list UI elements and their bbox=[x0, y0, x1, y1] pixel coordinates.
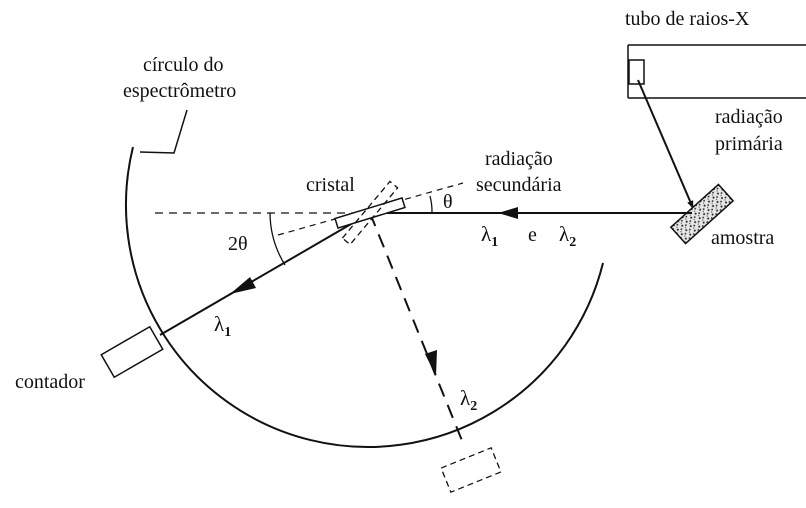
xray-tube-target bbox=[628, 59, 645, 85]
lambda-symbol: λ bbox=[214, 312, 225, 336]
theta-label: θ bbox=[443, 191, 453, 213]
theta-angle-arc bbox=[429, 195, 433, 214]
and-label: e bbox=[528, 224, 537, 246]
two-theta-angle-arc bbox=[269, 212, 286, 266]
crystal-solid bbox=[334, 197, 406, 229]
spectrometer-label-line1: círculo do bbox=[143, 54, 224, 76]
lambda2-arrowhead bbox=[425, 350, 437, 376]
lambda-symbol: λ bbox=[559, 222, 570, 246]
xray-tube-label: tubo de raios-X bbox=[625, 8, 750, 30]
counter-solid bbox=[100, 325, 164, 379]
primary-radiation-arrow bbox=[637, 79, 694, 209]
sample-label: amostra bbox=[711, 227, 774, 249]
lambda1-arrowhead bbox=[230, 277, 256, 294]
lambda2-beam bbox=[369, 212, 464, 444]
lambda1-label-secondary: λ1 bbox=[481, 222, 498, 250]
lambda1-beam bbox=[159, 212, 371, 336]
spectrometer-label-line2: espectrômetro bbox=[123, 80, 236, 102]
crystal-label: cristal bbox=[306, 174, 355, 196]
lambda2-label-beam: λ2 bbox=[460, 386, 477, 414]
lambda2-subscript: 2 bbox=[470, 399, 477, 414]
spectrometer-circle-arc bbox=[125, 146, 604, 449]
sample-block bbox=[669, 183, 735, 245]
lambda2-label-secondary: λ2 bbox=[559, 222, 576, 250]
lambda1-subscript: 1 bbox=[224, 325, 231, 340]
lambda2-subscript: 2 bbox=[569, 235, 576, 250]
counter-label: contador bbox=[15, 371, 85, 393]
secondary-radiation-label-line1: radiação bbox=[485, 148, 553, 170]
crystal-dashed bbox=[341, 180, 399, 246]
primary-radiation-label-line2: primária bbox=[715, 133, 783, 155]
secondary-radiation-label-line2: secundária bbox=[476, 174, 562, 196]
secondary-radiation-arrowhead bbox=[498, 207, 518, 219]
lambda1-label-beam: λ1 bbox=[214, 312, 231, 340]
lambda1-subscript: 1 bbox=[491, 235, 498, 250]
spectrometer-leader-line bbox=[139, 109, 188, 154]
two-theta-label: 2θ bbox=[228, 233, 248, 255]
counter-dashed bbox=[440, 446, 502, 494]
lambda-symbol: λ bbox=[481, 222, 492, 246]
primary-radiation-label-line1: radiação bbox=[715, 106, 783, 128]
lambda-symbol: λ bbox=[460, 386, 471, 410]
